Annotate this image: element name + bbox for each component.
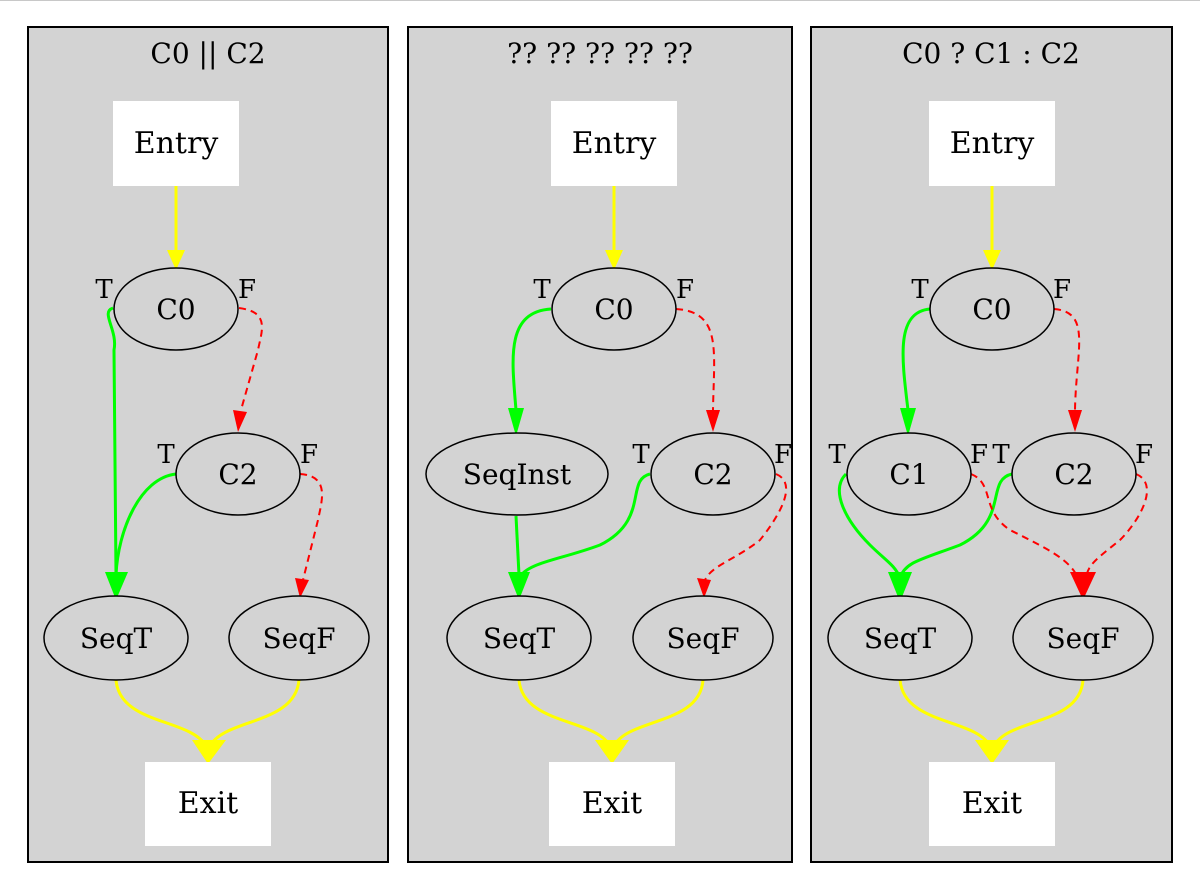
- node-seqf-label: SeqF: [1046, 622, 1119, 655]
- edge-c2-true-seqt: [114, 472, 177, 576]
- edge-seqf-exit: [612, 679, 705, 747]
- exit-node: [145, 762, 271, 846]
- entry-node: [929, 101, 1055, 186]
- node-c2-label: C2: [693, 458, 732, 491]
- port-false-label: F: [676, 275, 694, 305]
- node-c2-label: C2: [1054, 458, 1093, 491]
- node-c2-label: C2: [218, 458, 257, 491]
- exit-node: [929, 762, 1055, 846]
- entry-label: Entry: [950, 126, 1035, 161]
- port-false-label: F: [774, 440, 792, 470]
- exit-label: Exit: [962, 786, 1022, 821]
- node-c0: [551, 267, 677, 351]
- edge-seqf-exit: [992, 679, 1085, 747]
- cluster-middle: ?? ?? ?? ?? ?? Entry C0 T F SeqInst C2 T…: [407, 26, 793, 863]
- node-c0: [113, 267, 239, 351]
- arrowhead: [975, 740, 1009, 764]
- exit-label: Exit: [582, 786, 642, 821]
- entry-label: Entry: [572, 126, 657, 161]
- arrowhead: [295, 578, 309, 598]
- cluster-ternary: C0 ? C1 : C2 Entry C0 T F C1 T F C2 T F: [810, 26, 1173, 863]
- node-c0-label: C0: [594, 293, 633, 326]
- exit-label: Exit: [178, 786, 238, 821]
- node-c0-label: C0: [972, 293, 1011, 326]
- node-seqt: [446, 595, 592, 681]
- node-c2: [650, 432, 776, 516]
- arrowhead: [900, 408, 916, 436]
- entry-label: Entry: [134, 126, 219, 161]
- node-seqf: [228, 595, 370, 681]
- edge-c0-true-c1: [901, 307, 931, 411]
- arrowhead: [1068, 410, 1082, 432]
- edge-seqt-exit: [114, 679, 208, 747]
- node-seqt-label: SeqT: [80, 622, 153, 655]
- entry-node: [551, 101, 677, 186]
- arrowhead: [706, 410, 720, 432]
- node-seqf-label: SeqF: [262, 622, 335, 655]
- port-true-label: T: [911, 275, 929, 305]
- edge-c2-true-seqt: [898, 472, 1013, 579]
- arrowhead: [508, 408, 524, 436]
- arrowhead: [105, 572, 128, 600]
- port-true-label: T: [992, 440, 1010, 470]
- port-true-label: T: [157, 440, 175, 470]
- edge-c2-false-seqf: [1085, 473, 1148, 579]
- entry-node: [113, 101, 239, 186]
- node-c2: [1011, 432, 1137, 516]
- port-true-label: T: [95, 275, 113, 305]
- edge-seqinst-seqt: [514, 515, 521, 576]
- port-false-label: F: [300, 440, 318, 470]
- node-seqf-label: SeqF: [666, 622, 739, 655]
- port-false-label: F: [238, 275, 256, 305]
- port-false-label: F: [1053, 275, 1071, 305]
- node-c1: [846, 432, 972, 516]
- edge-c2-true-seqt: [517, 472, 651, 579]
- arrowhead: [1070, 572, 1096, 600]
- node-c0-label: C0: [156, 293, 195, 326]
- edge-c2-false-seqf: [704, 473, 788, 581]
- port-false-label: F: [1135, 440, 1153, 470]
- node-c1-label: C1: [889, 458, 928, 491]
- cluster-title: C0 || C2: [150, 37, 265, 70]
- arrowhead: [192, 740, 226, 764]
- port-true-label: T: [632, 440, 650, 470]
- port-true-label: T: [533, 275, 551, 305]
- edge-seqt-exit: [898, 679, 992, 747]
- arrowhead: [605, 250, 623, 270]
- node-seqinst: [425, 432, 609, 516]
- arrowhead: [508, 572, 530, 600]
- exit-node: [549, 762, 675, 846]
- port-true-label: T: [828, 440, 846, 470]
- node-seqf: [1012, 595, 1154, 681]
- arrowhead: [697, 578, 711, 598]
- node-seqt: [43, 595, 189, 681]
- edge-c0-true-seqinst: [511, 307, 552, 411]
- node-seqt-label: SeqT: [483, 622, 556, 655]
- edge-seqt-exit: [517, 679, 612, 747]
- edge-c0-true-seqt: [106, 306, 118, 576]
- port-false-label: F: [970, 440, 988, 470]
- node-seqinst-label: SeqInst: [463, 458, 572, 491]
- cluster-title: ?? ?? ?? ?? ??: [507, 37, 693, 70]
- arrowhead: [233, 410, 247, 432]
- edge-seqf-exit: [208, 679, 301, 747]
- node-seqt-label: SeqT: [864, 622, 937, 655]
- edge-c1-true-seqt: [837, 472, 902, 579]
- arrowhead: [595, 740, 629, 764]
- arrowhead: [888, 572, 912, 602]
- cluster-or: C0 || C2 Entry C0 T F C2 T F SeqT SeqF E…: [27, 26, 389, 863]
- edge-c0-false-c2: [675, 308, 716, 411]
- arrowhead: [167, 250, 185, 270]
- node-c2: [175, 432, 301, 516]
- arrowhead: [983, 250, 1001, 270]
- cluster-title: C0 ? C1 : C2: [902, 37, 1080, 70]
- node-seqt: [827, 595, 973, 681]
- edge-c1-false-seqf: [970, 473, 1079, 579]
- edge-c0-false-c2: [1053, 308, 1081, 411]
- top-divider: [0, 0, 1200, 1]
- node-seqf: [632, 595, 774, 681]
- node-c0: [929, 267, 1055, 351]
